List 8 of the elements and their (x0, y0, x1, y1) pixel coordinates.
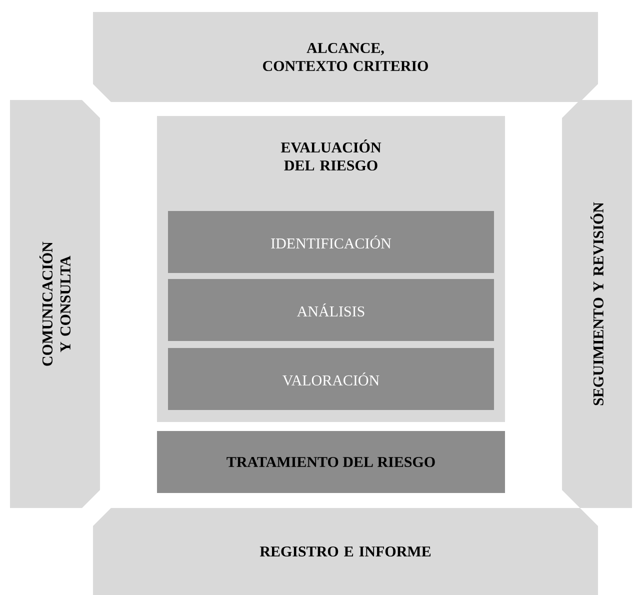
step-box: IDENTIFICACIÓN (168, 211, 494, 273)
step-box: VALORACIÓN (168, 348, 494, 410)
process-box: TRATAMIENTO DEL RIESGO (157, 431, 505, 493)
band-box: REGISTRO E INFORME (93, 508, 598, 595)
step-box: ANÁLISIS (168, 279, 494, 341)
band-box: ALCANCE, CONTEXTO CRITERIO (93, 12, 598, 102)
band-box: SEGUIMIENTO Y REVISIÓN (562, 100, 632, 508)
band-box: COMUNICACIÓN Y CONSULTA (10, 100, 100, 508)
